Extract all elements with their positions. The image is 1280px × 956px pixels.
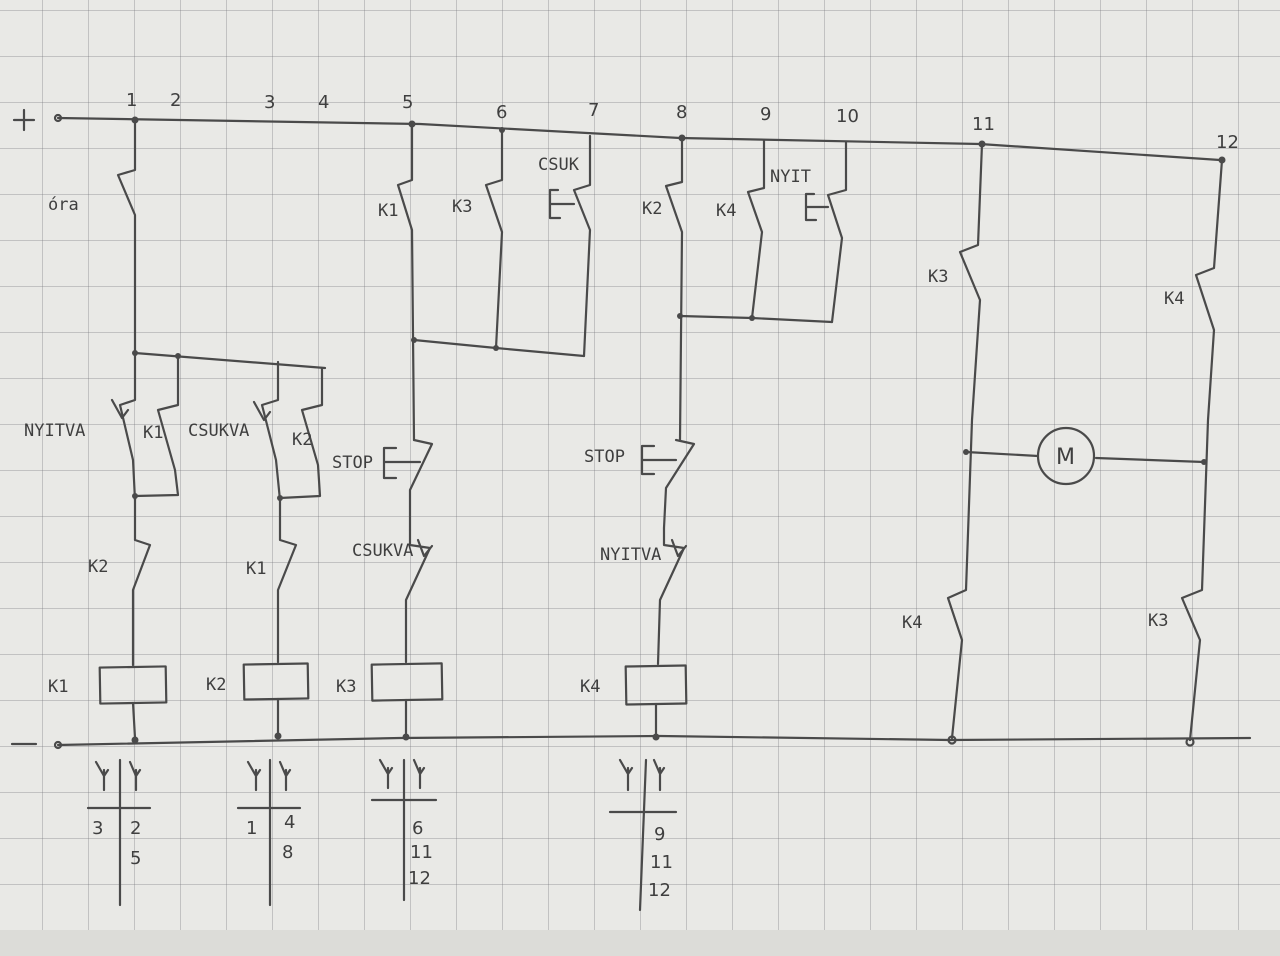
motor-icon: [1036, 426, 1096, 486]
no-contact-ref: 1: [246, 818, 257, 839]
nc-contact-ref: 8: [282, 842, 293, 863]
coil-k1-label: K1: [48, 677, 68, 697]
node-number: 6: [496, 102, 507, 123]
k1-holding-contact-label: K1: [143, 423, 163, 443]
closed-limit-label: CSUKVA: [352, 541, 413, 561]
opened-limit-label: NYITVA: [600, 545, 661, 565]
k1-contact-label: K1: [378, 201, 398, 221]
node-number: 2: [170, 90, 181, 111]
node-number: 7: [588, 100, 599, 121]
no-contact-ref: 3: [92, 818, 103, 839]
node-number: 12: [1216, 132, 1239, 153]
motor-label: M: [1056, 445, 1075, 470]
nc-contact-ref: 6: [412, 818, 423, 839]
nc-contact-ref: 9: [654, 824, 665, 845]
node-number: 11: [972, 114, 995, 135]
motor-circuit: K3 K4 K4 K3 M: [902, 140, 1226, 747]
minus-rail: [10, 734, 1252, 750]
coil-k4-label: K4: [580, 677, 600, 697]
coil-k3-label: K3: [336, 677, 356, 697]
nc-contact-ref: 12: [648, 880, 671, 901]
nc-contact-ref: 2: [130, 818, 141, 839]
timer-contact-label: óra: [48, 195, 79, 215]
nc-contact-ref: 12: [408, 868, 431, 889]
node-number: 3: [264, 92, 275, 113]
coil-k2-label: K2: [206, 675, 226, 695]
plus-rail: [12, 108, 1222, 162]
branch-k1: óra NYITVA K1 K2 K1: [24, 116, 327, 744]
stop-button-label: STOP: [584, 447, 625, 467]
branch-k4: K2 K4 NYIT STOP NYITVA K4: [580, 134, 848, 741]
k3-motor-contact-label: K3: [1148, 611, 1168, 631]
close-limit-label: CSUK: [538, 155, 580, 175]
close-button-label: CSUKVA: [188, 421, 249, 441]
contact-table-k1: 3 2 5: [86, 758, 152, 907]
k4-contact-label: K4: [716, 201, 736, 221]
branch-k2: CSUKVA K2 K1 K2: [188, 360, 324, 740]
node-numbers: 1 2 3 4 5 6 7 8 9 10 11 12: [126, 90, 1239, 153]
k4-motor-contact-label: K4: [902, 613, 922, 633]
node-number: 10: [836, 106, 859, 127]
contact-table-k3: 6 11 12: [370, 758, 438, 902]
node-number: 1: [126, 90, 137, 111]
open-button-label: NYITVA: [24, 421, 85, 441]
k2-contact-label: K2: [642, 199, 662, 219]
open-limit-label: NYIT: [770, 167, 811, 187]
nc-contact-ref: 4: [284, 812, 295, 833]
contact-table-k4: 9 11 12: [608, 758, 678, 912]
node-number: 8: [676, 102, 687, 123]
k2-interlock-label: K2: [88, 557, 108, 577]
nc-contact-ref: 5: [130, 848, 141, 869]
k1-interlock-label: K1: [246, 559, 266, 579]
k4-motor-contact-label: K4: [1164, 289, 1184, 309]
k3-contact-label: K3: [452, 197, 472, 217]
node-number: 9: [760, 104, 771, 125]
nc-contact-ref: 11: [410, 842, 433, 863]
stop-button-label: STOP: [332, 453, 373, 473]
k2-holding-contact-label: K2: [292, 430, 312, 450]
node-number: 5: [402, 92, 413, 113]
k3-motor-contact-label: K3: [928, 267, 948, 287]
contact-table-k2: 1 4 8: [236, 758, 302, 907]
nc-contact-ref: 11: [650, 852, 673, 873]
branch-k3: K1 K3 CSUK STOP CSUKVA K3: [332, 120, 592, 741]
node-number: 4: [318, 92, 329, 113]
